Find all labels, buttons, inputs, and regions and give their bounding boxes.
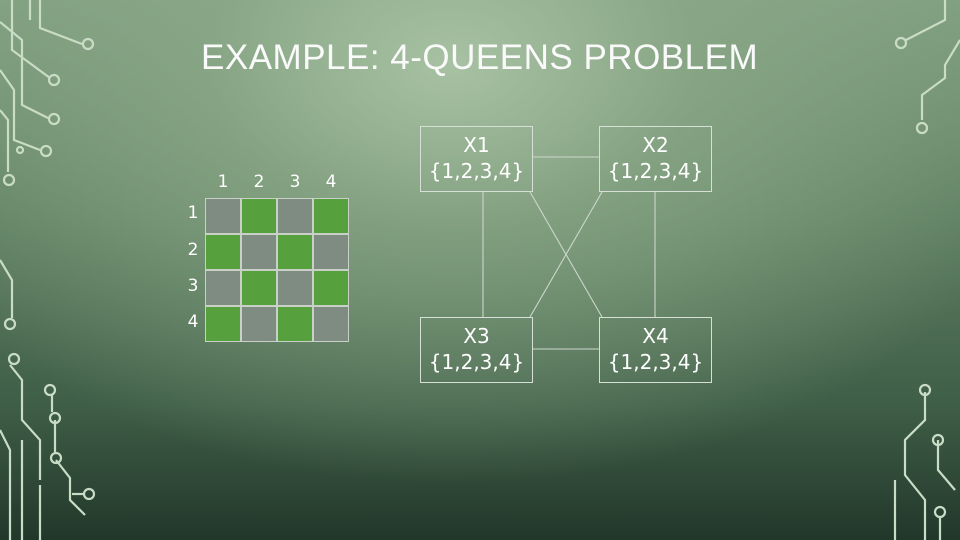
variable-name: X2 <box>642 133 669 157</box>
variable-name: X1 <box>463 133 490 157</box>
board-col-label: 4 <box>325 172 337 192</box>
board-cell-empty <box>277 270 313 306</box>
queens-board <box>205 198 349 342</box>
slide-title: EXAMPLE: 4-QUEENS PROBLEM <box>201 38 759 77</box>
board-col-label: 2 <box>253 172 265 192</box>
board-cell-filled <box>313 198 349 234</box>
variable-node-x4: X4 {1,2,3,4} <box>599 317 712 383</box>
board-cell-empty <box>205 198 241 234</box>
board-cell-empty <box>241 306 277 342</box>
variable-node-x2: X2 {1,2,3,4} <box>599 126 712 192</box>
board-cell-empty <box>205 270 241 306</box>
variable-name: X4 <box>642 324 669 348</box>
variable-node-x1: X1 {1,2,3,4} <box>420 126 533 192</box>
board-row-label: 4 <box>187 312 199 332</box>
board-cell-filled <box>241 198 277 234</box>
variable-domain: {1,2,3,4} <box>428 350 525 374</box>
variable-name: X3 <box>463 324 490 348</box>
variable-domain: {1,2,3,4} <box>428 159 525 183</box>
board-cell-filled <box>205 306 241 342</box>
board-cell-empty <box>241 234 277 270</box>
board-cell-filled <box>277 306 313 342</box>
edge-x2-x3 <box>529 191 603 318</box>
board-col-label: 3 <box>289 172 301 192</box>
board-col-label: 1 <box>217 172 229 192</box>
board-cell-filled <box>241 270 277 306</box>
board-row-label: 3 <box>187 276 199 296</box>
variable-domain: {1,2,3,4} <box>607 350 704 374</box>
board-row-label: 1 <box>187 203 199 223</box>
variable-domain: {1,2,3,4} <box>607 159 704 183</box>
board-cell-empty <box>313 306 349 342</box>
variable-node-x3: X3 {1,2,3,4} <box>420 317 533 383</box>
board-cell-filled <box>277 234 313 270</box>
board-cell-filled <box>313 270 349 306</box>
board-cell-empty <box>277 198 313 234</box>
board-row-label: 2 <box>187 240 199 260</box>
board-cell-filled <box>205 234 241 270</box>
board-cell-empty <box>313 234 349 270</box>
